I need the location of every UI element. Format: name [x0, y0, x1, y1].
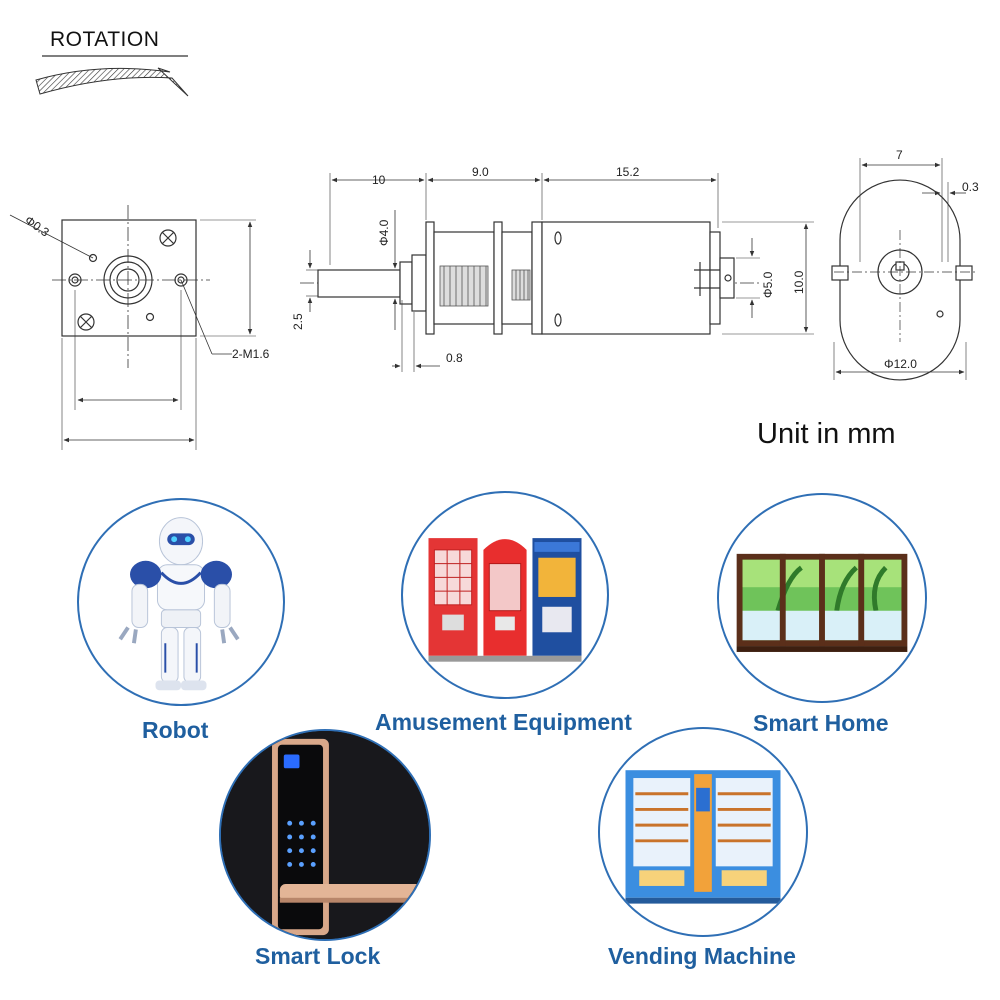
vending-machine-image	[598, 727, 808, 937]
rotation-title: ROTATION	[50, 28, 159, 51]
rear-view	[831, 179, 976, 381]
rear-view-dimensions	[833, 158, 967, 380]
collar-width-label: 0.8	[446, 351, 463, 365]
side-view-dimensions	[306, 173, 814, 372]
shaft-diameter-label: Φ4.0	[377, 219, 391, 246]
app-label-vending-machine: Vending Machine	[608, 943, 796, 969]
robot-image	[77, 498, 285, 706]
body-diameter-label: Φ12.0	[884, 357, 917, 371]
tab-gap-label: 0.3	[962, 180, 979, 194]
screw-spec-label: 2-M1.6	[232, 347, 270, 361]
vending-machine-icon	[625, 770, 781, 904]
rotation-arrow-icon	[35, 67, 189, 97]
motor-length-label: 15.2	[616, 165, 640, 179]
rotation-indicator: ROTATION	[35, 28, 189, 97]
gearbox-length-label: 9.0	[472, 165, 489, 179]
app-label-smart-home: Smart Home	[753, 710, 889, 736]
motor-technical-drawing: ROTATION Φ0.3 2-M1.6	[9, 28, 979, 450]
robot-icon	[118, 517, 240, 691]
shaft-offset-label: 2.5	[291, 313, 305, 330]
app-label-robot: Robot	[142, 717, 209, 743]
smart-lock-image	[219, 729, 431, 941]
boss-diameter-label: Φ5.0	[761, 271, 775, 298]
unit-note: Unit in mm	[757, 418, 896, 450]
door-lock-icon	[221, 731, 429, 939]
app-label-smart-lock: Smart Lock	[255, 943, 381, 969]
hole-diameter-label: Φ0.3	[22, 213, 52, 240]
shaft-length-label: 10	[372, 173, 386, 187]
front-view	[9, 205, 256, 450]
arcade-machine-icon	[428, 538, 582, 662]
amusement-equipment-image	[401, 491, 609, 699]
smart-home-image	[717, 493, 927, 703]
gear-train	[439, 265, 531, 307]
window-icon	[736, 553, 908, 652]
app-label-amusement-equipment: Amusement Equipment	[375, 709, 632, 735]
height-label: 10.0	[792, 270, 806, 294]
tab-span-label: 7	[896, 148, 903, 162]
